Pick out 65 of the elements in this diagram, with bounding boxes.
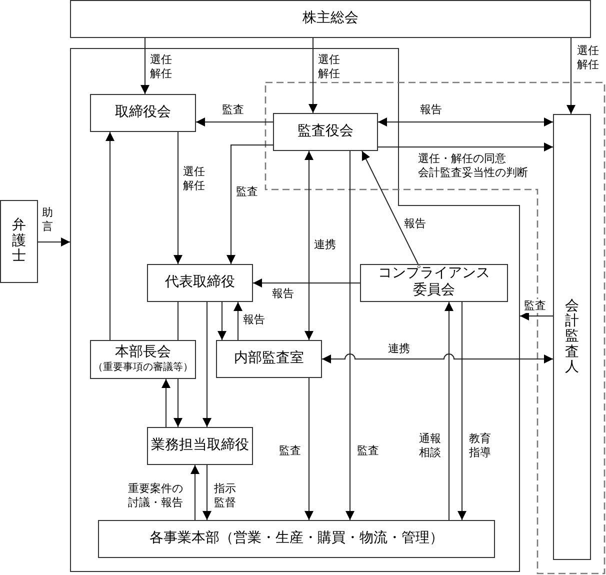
arrow <box>202 464 212 520</box>
arrow <box>234 302 242 340</box>
org-box <box>70 0 591 38</box>
arrow <box>308 38 318 114</box>
org-box <box>553 114 591 560</box>
arrow <box>304 378 314 520</box>
edge-label: 報告 <box>420 103 444 118</box>
box-note: （重要事項の審議等） <box>93 362 193 374</box>
org-box <box>360 264 508 302</box>
edge-label: 報告 <box>243 313 267 328</box>
arrow <box>346 150 354 520</box>
arrow <box>38 238 70 246</box>
arrow <box>202 302 212 428</box>
arrow <box>362 150 418 264</box>
edge-label: 監査 <box>279 444 303 458</box>
edge-label: 監査 <box>236 185 260 200</box>
arrow <box>444 302 454 520</box>
edge-label: 重要案件の討議・報告 <box>128 482 186 511</box>
box-label: 会計監査人 <box>565 298 579 376</box>
edge-label: 監査 <box>524 299 548 314</box>
arrow <box>566 38 576 114</box>
edge-label: 監査 <box>222 103 246 118</box>
arrow <box>196 118 274 126</box>
arrow <box>190 464 200 520</box>
arrow <box>458 302 466 520</box>
org-box <box>147 264 253 302</box>
arrow <box>304 150 314 340</box>
arrow <box>226 144 274 264</box>
arrow <box>174 132 182 264</box>
box-label: 弁護士 <box>12 218 26 265</box>
edge-label: 教育指導 <box>469 432 492 461</box>
edge-label: 報告 <box>272 287 296 302</box>
box-label: 各事業本部（営業・生産・購買・物流・管理） <box>150 530 444 548</box>
box-label: 株主総会 <box>302 10 358 28</box>
arrow <box>378 118 554 126</box>
arrow <box>174 378 182 428</box>
edge-label: 監査 <box>357 444 381 458</box>
org-box <box>98 520 495 558</box>
box-label: 代表取締役 <box>165 274 235 292</box>
arrow <box>218 302 226 340</box>
arrow <box>322 354 554 364</box>
arrow <box>252 278 360 288</box>
box-label: 業務担当取締役 <box>151 438 249 454</box>
arrow <box>520 312 554 320</box>
org-box <box>90 94 196 132</box>
box-label: コンプライアンス委員会 <box>376 266 491 300</box>
org-box <box>0 200 38 283</box>
org-box <box>273 113 378 151</box>
org-box <box>90 340 196 379</box>
org-box <box>147 427 253 465</box>
box-label: 取締役会 <box>115 104 171 122</box>
edge-label: 連携 <box>388 342 412 356</box>
box-label: 内部監査室 <box>234 350 304 368</box>
box-label: 監査役会 <box>298 124 354 140</box>
arrow <box>106 132 114 340</box>
edge-label: 選任・解任の同意会計監査妥当性の判断 <box>418 152 530 181</box>
edge-label: 指示監督 <box>214 482 237 511</box>
edge-label: 報告 <box>404 217 428 232</box>
org-box <box>216 340 322 378</box>
arrow <box>162 378 170 428</box>
arrow <box>378 142 554 152</box>
edge-label: 連携 <box>314 238 338 252</box>
edge-label: 通報相談 <box>419 432 442 461</box>
arrow <box>140 38 150 94</box>
box-label: 本部長会 <box>115 345 171 362</box>
